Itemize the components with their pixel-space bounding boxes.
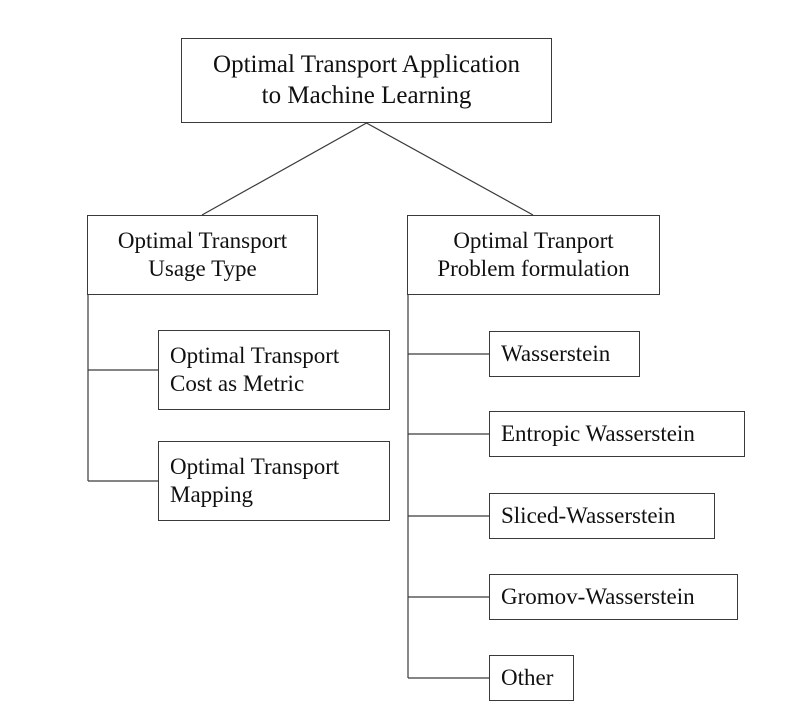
node-gromov-wasserstein[interactable]: Gromov-Wasserstein xyxy=(489,574,738,620)
node-problem-formulation[interactable]: Optimal Tranport Problem formulation xyxy=(407,215,660,295)
node-gromov-wasserstein-label: Gromov-Wasserstein xyxy=(501,583,695,609)
node-cost-as-metric-line-2: Cost as Metric xyxy=(170,371,305,396)
node-problem-formulation-line-2: Problem formulation xyxy=(437,256,630,281)
node-mapping-line-2: Mapping xyxy=(170,482,254,507)
node-mapping-line-1: Optimal Transport xyxy=(170,453,340,479)
node-other[interactable]: Other xyxy=(489,655,574,701)
node-root-line-2: to Machine Learning xyxy=(261,81,472,109)
node-sliced-wasserstein-label: Sliced-Wasserstein xyxy=(501,502,676,528)
edge-root-to-usage-type xyxy=(201,122,367,216)
node-wasserstein-label: Wasserstein xyxy=(501,340,611,366)
node-other-label: Other xyxy=(501,664,554,690)
node-mapping[interactable]: Optimal Transport Mapping xyxy=(158,441,390,521)
node-problem-formulation-line-1: Optimal Tranport xyxy=(453,227,614,253)
node-usage-type-line-2: Usage Type xyxy=(148,256,257,281)
node-entropic-wasserstein-label: Entropic Wasserstein xyxy=(501,420,695,446)
node-cost-as-metric[interactable]: Optimal Transport Cost as Metric xyxy=(158,330,390,410)
node-root-line-1: Optimal Transport Application xyxy=(213,51,520,78)
node-entropic-wasserstein[interactable]: Entropic Wasserstein xyxy=(489,411,745,457)
node-wasserstein[interactable]: Wasserstein xyxy=(489,331,640,377)
node-sliced-wasserstein[interactable]: Sliced-Wasserstein xyxy=(489,493,715,539)
node-cost-as-metric-line-1: Optimal Transport xyxy=(170,342,340,368)
node-usage-type-line-1: Optimal Transport xyxy=(117,227,288,253)
node-root[interactable]: Optimal Transport Application to Machine… xyxy=(181,38,552,123)
node-usage-type[interactable]: Optimal Transport Usage Type xyxy=(87,215,318,295)
edge-root-to-problem-formulation xyxy=(366,122,534,216)
